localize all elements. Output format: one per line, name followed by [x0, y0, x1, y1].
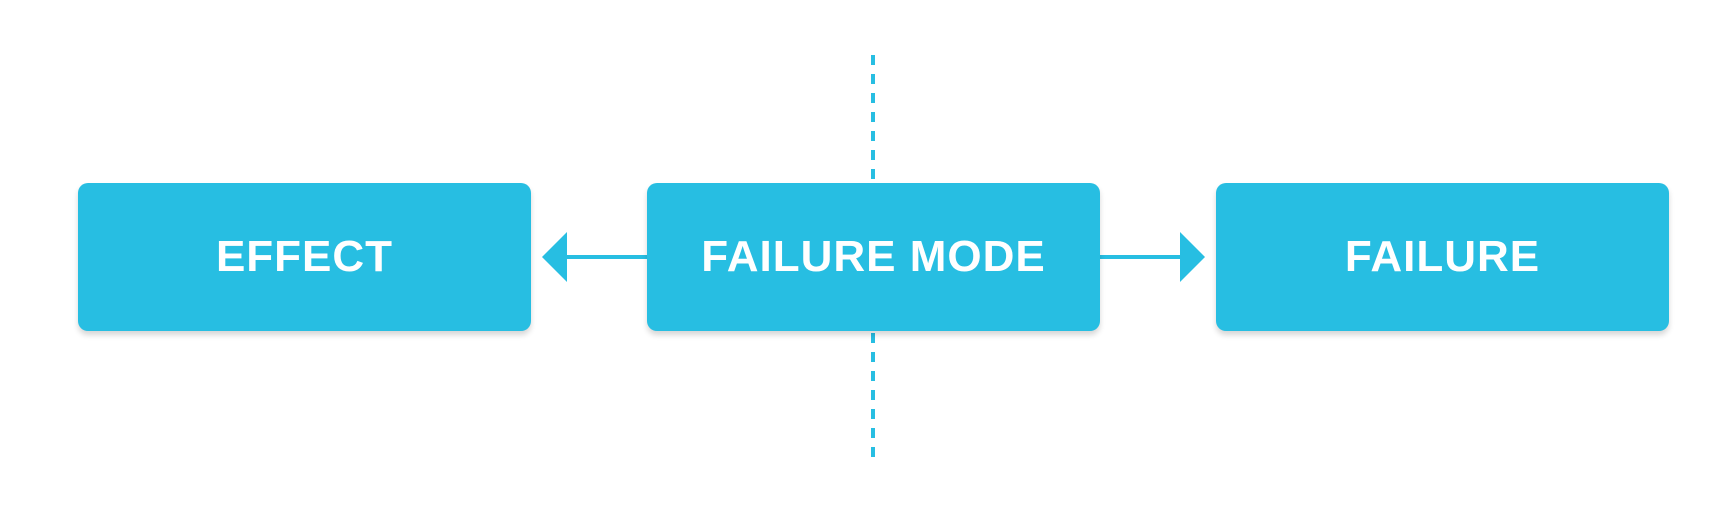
failure-mode-node: FAILURE MODE — [647, 183, 1100, 331]
arrow-to-failure-head — [1180, 232, 1205, 282]
failure-mode-label: FAILURE MODE — [701, 232, 1046, 281]
failure-label: FAILURE — [1344, 232, 1541, 281]
arrow-to-effect-head — [542, 232, 567, 282]
effect-label: EFFECT — [215, 232, 394, 281]
failure-node: FAILURE — [1216, 183, 1669, 331]
effect-node: EFFECT — [78, 183, 531, 331]
